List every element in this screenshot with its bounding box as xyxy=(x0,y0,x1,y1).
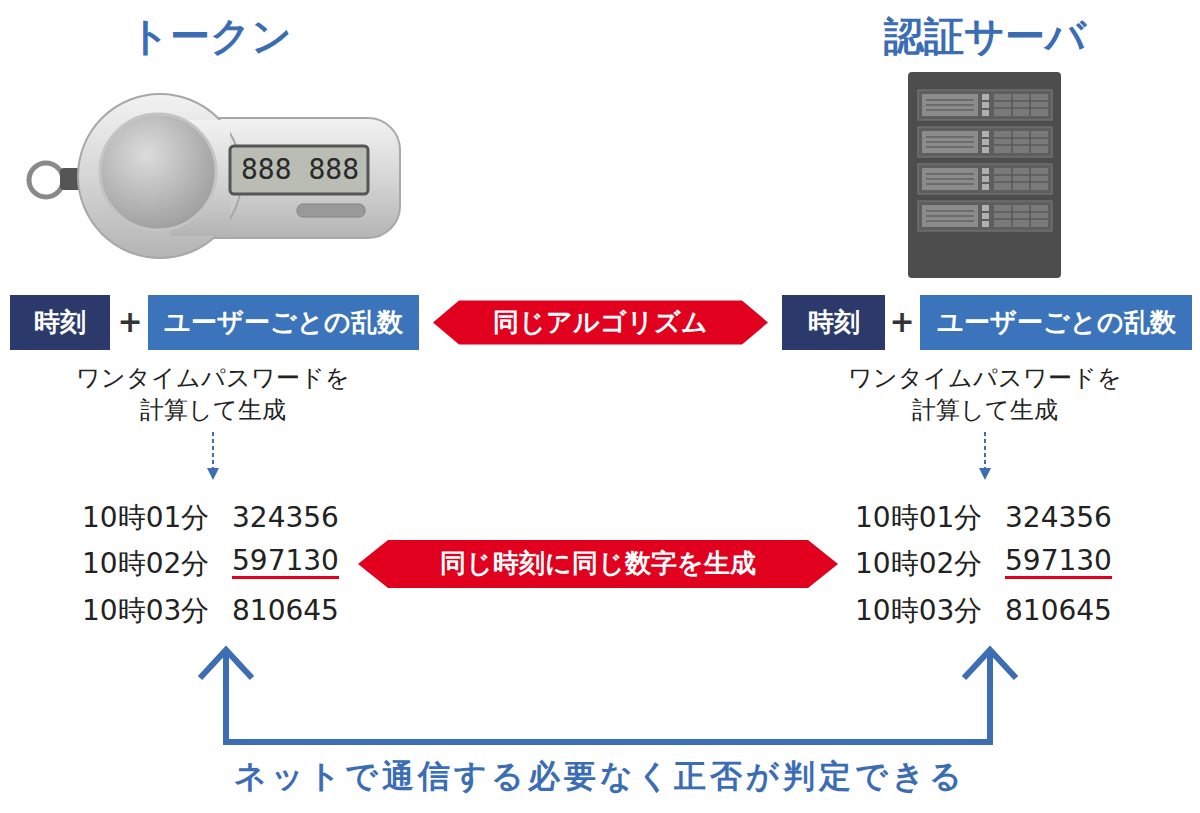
time-cell: 10時02分 xyxy=(82,546,209,582)
dashed-arrow-head xyxy=(979,468,991,480)
code-cell: 597130 xyxy=(232,546,339,579)
time-cell: 10時03分 xyxy=(855,593,982,629)
time-cell: 10時01分 xyxy=(82,500,209,536)
code-cell: 810645 xyxy=(232,593,339,629)
random-box: ユーザーごとの乱数 xyxy=(920,295,1192,350)
time-box: 時刻 xyxy=(782,295,885,350)
plus-sign: + xyxy=(113,302,147,341)
connector-label: 同じアルゴリズム xyxy=(489,307,712,338)
token-lcd xyxy=(230,146,368,194)
random-box: ユーザーごとの乱数 xyxy=(148,295,419,350)
code-cell: 324356 xyxy=(232,500,339,536)
node-text: 同じ時刻に同じ数字を生成 xyxy=(440,548,756,579)
u-arrow-head xyxy=(964,650,1016,678)
server-case xyxy=(908,72,1061,278)
double-arrow-connector xyxy=(433,301,768,345)
lcd-digits: 888 888 xyxy=(232,150,368,190)
device-title: トークン xyxy=(60,10,360,62)
step-note: ワンタイムパスワードを 計算して生成 xyxy=(847,362,1123,426)
server-bay xyxy=(918,164,1052,194)
dashed-arrow-head xyxy=(207,468,219,480)
token-button xyxy=(100,114,216,230)
dashed-arrow xyxy=(984,432,986,470)
token-bulb xyxy=(78,94,242,258)
time-cell: 10時03分 xyxy=(82,593,209,629)
step-note: ワンタイムパスワードを 計算して生成 xyxy=(75,362,351,426)
server-bay xyxy=(918,201,1052,231)
time-cell: 10時02分 xyxy=(855,546,982,582)
u-arrow-head xyxy=(200,650,252,678)
code-cell: 597130 xyxy=(1005,546,1112,579)
token-slot xyxy=(297,204,365,217)
server-bay xyxy=(918,127,1052,157)
double-arrow-outline xyxy=(358,540,838,588)
node-text: 時刻 xyxy=(34,307,86,338)
u-arrow xyxy=(226,652,990,742)
time-box: 時刻 xyxy=(10,295,110,350)
node-text: 時刻 xyxy=(808,307,860,338)
code-cell: 324356 xyxy=(1005,500,1112,536)
key-ring xyxy=(29,163,63,197)
arrow-shape-box: 同じ時刻に同じ数字を生成 xyxy=(358,540,838,588)
node-text: ユーザーごとの乱数 xyxy=(937,307,1176,338)
node-text: ユーザーごとの乱数 xyxy=(164,307,403,338)
server-bay xyxy=(918,90,1052,120)
time-cell: 10時01分 xyxy=(855,500,982,536)
dashed-arrow xyxy=(212,432,214,470)
plus-sign: + xyxy=(885,302,919,341)
device-title: 認証サーバ xyxy=(835,10,1135,62)
bottom-note: ネットで通信する必要なく正否が判定できる xyxy=(100,756,1100,798)
code-cell: 810645 xyxy=(1005,593,1112,629)
